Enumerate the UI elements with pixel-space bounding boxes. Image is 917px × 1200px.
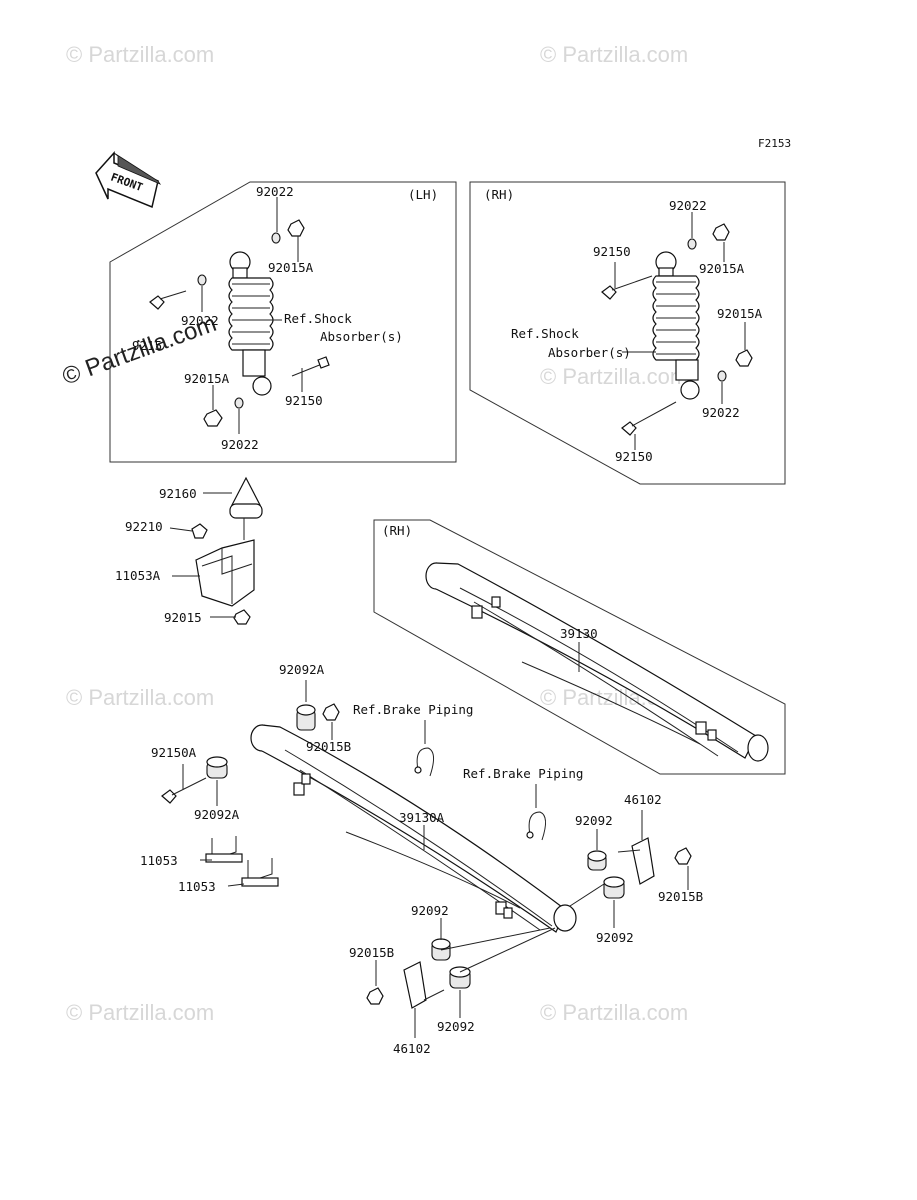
- part-number: 92210: [125, 519, 163, 534]
- bolt-icon: [291, 356, 330, 377]
- nut-icon: [203, 409, 223, 427]
- part-number: 92150: [615, 449, 653, 464]
- bolt-icon: [149, 290, 187, 310]
- panel-side-label: (RH): [484, 187, 514, 202]
- brake-clip-icon: [414, 747, 434, 777]
- ref-label: Absorber(s): [548, 345, 631, 360]
- part-number: 92150A: [151, 745, 197, 760]
- part-number: 46102: [393, 1041, 431, 1056]
- watermark: © Partzilla.com: [66, 1000, 214, 1025]
- nut-icon: [712, 223, 730, 241]
- watermark: © Partzilla.com: [540, 364, 688, 389]
- bushing-icon: [296, 704, 316, 731]
- panel-spring-rh: (RH) 39130: [373, 519, 786, 775]
- bolt-icon: [621, 401, 677, 436]
- part-number: 92015: [164, 610, 202, 625]
- bushing-icon: [587, 850, 607, 871]
- part-labels: 92092A Ref.Brake Piping 92015B 92150A Re…: [140, 662, 703, 1056]
- washer-icon: [687, 238, 697, 250]
- part-number: 92092: [437, 1019, 475, 1034]
- part-number: 92022: [256, 184, 294, 199]
- part-number: 92015B: [306, 739, 351, 754]
- ref-label: Ref.Brake Piping: [463, 766, 583, 781]
- bump-stop-assembly: 92160 92210 11053A 92015: [115, 476, 263, 625]
- part-number: 11053A: [115, 568, 161, 583]
- shackle-right: [617, 837, 692, 885]
- part-number: 39130: [560, 626, 598, 641]
- part-number: 92015A: [184, 371, 230, 386]
- brake-clip-icon: [526, 811, 546, 841]
- shock-absorber-rh: [652, 251, 700, 400]
- ref-label: Ref.Shock: [284, 311, 352, 326]
- washer-icon: [234, 397, 244, 409]
- panel-side-label: (RH): [382, 523, 412, 538]
- washer-icon: [271, 232, 281, 244]
- part-number: 92022: [702, 405, 740, 420]
- u-bolt-icon: [205, 836, 279, 887]
- figure-code: F2153: [758, 137, 791, 150]
- part-number: 11053: [140, 853, 178, 868]
- part-number: 11053: [178, 879, 216, 894]
- bolt-icon: [161, 777, 207, 804]
- shock-absorber-lh: [228, 251, 274, 396]
- watermark: © Partzilla.com: [66, 42, 214, 67]
- part-number: 92015B: [349, 945, 394, 960]
- part-number: 92092A: [194, 807, 240, 822]
- ref-label: Absorber(s): [320, 329, 403, 344]
- shackle-bottom: [366, 961, 445, 1009]
- part-number: 92160: [159, 486, 197, 501]
- leaf-spring-rh: [425, 562, 769, 762]
- panel-shock-lh: (LH): [109, 181, 457, 463]
- bushing-icon: [431, 938, 451, 961]
- nut-icon: [735, 349, 753, 367]
- part-number: 92022: [181, 313, 219, 328]
- part-number: 46102: [624, 792, 662, 807]
- front-arrow-icon: FRONT: [95, 151, 162, 209]
- part-number: 92092: [575, 813, 613, 828]
- part-number: 39130A: [399, 810, 445, 825]
- part-number: 92022: [669, 198, 707, 213]
- washer-icon: [717, 370, 727, 382]
- bushing-icon: [603, 876, 625, 899]
- washer-icon: [197, 274, 207, 286]
- ref-label: Ref.Brake Piping: [353, 702, 473, 717]
- part-number: 92150: [285, 393, 323, 408]
- part-number: 92022: [221, 437, 259, 452]
- watermark: © Partzilla.com: [66, 685, 214, 710]
- panel-shock-rh: (RH): [469, 181, 786, 485]
- leader-lines: [182, 680, 689, 1038]
- nut-icon: [233, 609, 251, 625]
- bushing-icon: [449, 966, 471, 989]
- bolt-icon: [601, 275, 653, 300]
- nut-icon: [287, 219, 305, 237]
- part-number: 92150: [593, 244, 631, 259]
- part-number: 92015B: [658, 889, 703, 904]
- nut-icon: [322, 703, 340, 721]
- bushing-icon: [206, 756, 228, 779]
- part-number: 92015A: [717, 306, 763, 321]
- part-number: 92092A: [279, 662, 325, 677]
- ref-label: Ref.Shock: [511, 326, 579, 341]
- part-number: 9215: [132, 338, 162, 353]
- part-number: 92015A: [268, 260, 314, 275]
- watermark: © Partzilla.com: [540, 1000, 688, 1025]
- part-number: 92092: [596, 930, 634, 945]
- leaf-spring-lh: [250, 724, 577, 933]
- watermark: © Partzilla.com: [540, 42, 688, 67]
- part-number: 92015A: [699, 261, 745, 276]
- nut-icon: [191, 523, 208, 539]
- panel-side-label: (LH): [408, 187, 438, 202]
- part-number: 92092: [411, 903, 449, 918]
